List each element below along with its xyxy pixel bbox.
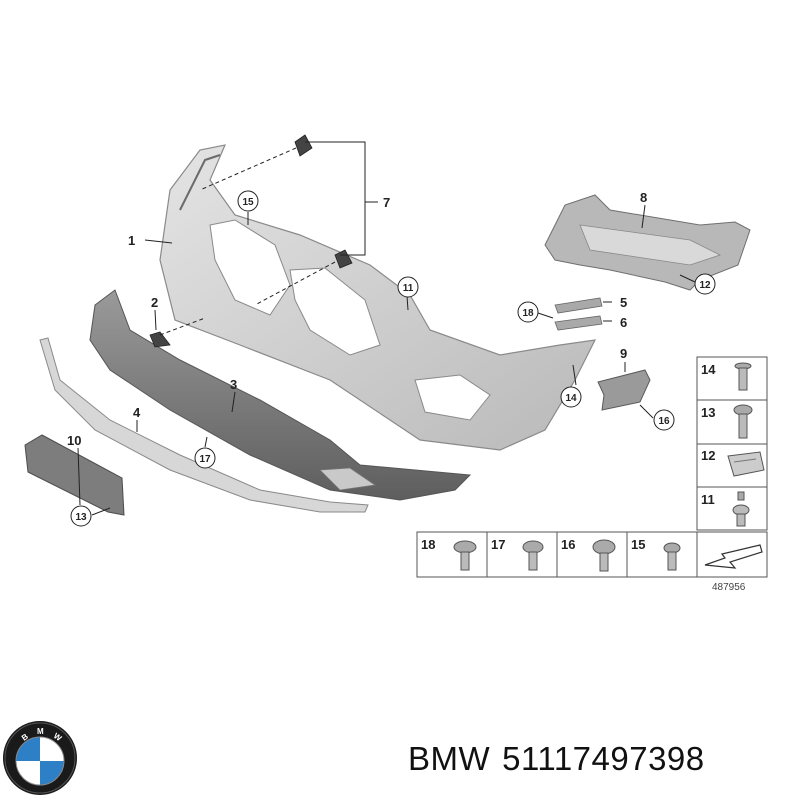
screw-14-icon: [734, 362, 752, 391]
trim-strip-part: [39, 337, 369, 513]
part-caption: BMW 51117497398: [408, 740, 717, 778]
leader-lines: [77, 141, 696, 516]
callout-18: 18: [517, 301, 539, 323]
label-2: 2: [151, 295, 158, 310]
label-7: 7: [383, 195, 390, 210]
label-10: 10: [67, 433, 81, 448]
license-plate-bracket-part: [24, 434, 125, 516]
label-1: 1: [128, 233, 135, 248]
callout-15: 15: [237, 190, 259, 212]
bracket-6-part: [554, 315, 603, 331]
brand-name: BMW: [408, 740, 491, 777]
callout-13-label: 13: [75, 512, 87, 523]
svg-text:M: M: [37, 727, 44, 736]
label-3: 3: [230, 377, 237, 392]
screw-13-icon: [733, 404, 753, 439]
legend-18-label: 18: [421, 537, 435, 552]
svg-text:W: W: [52, 731, 64, 743]
callout-11: 11: [397, 276, 419, 298]
guide-9-part: [597, 369, 651, 411]
callout-16-label: 16: [658, 416, 670, 427]
cover-2-part: [149, 331, 171, 348]
legend-15-label: 15: [631, 537, 645, 552]
bmw-logo: B M W: [3, 721, 77, 795]
callout-18-label: 18: [522, 308, 534, 319]
callout-14: 14: [560, 386, 582, 408]
legend-16-label: 16: [561, 537, 575, 552]
callout-17: 17: [194, 447, 216, 469]
callout-17-label: 17: [199, 454, 211, 465]
callout-12-label: 12: [699, 280, 711, 291]
legend-12-label: 12: [701, 448, 715, 463]
part-number: 51117497398: [502, 740, 705, 777]
label-9: 9: [620, 346, 627, 361]
nut-17-icon: [522, 540, 544, 571]
lower-spoiler-part: [89, 289, 472, 501]
svg-text:B: B: [20, 732, 30, 743]
bracket-5-part: [554, 297, 603, 314]
fastener-legend-bottom: 18 17 16 15: [416, 531, 768, 578]
legend-17-label: 17: [491, 537, 505, 552]
callout-14-label: 14: [565, 393, 577, 404]
callout-16: 16: [653, 409, 675, 431]
dashed-assembly-lines: [159, 147, 336, 336]
callout-11-label: 11: [403, 283, 414, 294]
carrier-part: [544, 194, 751, 291]
cover-7-lower-part: [334, 249, 353, 269]
label-8: 8: [640, 190, 647, 205]
callout-13: 13: [70, 505, 92, 527]
rivet-15-icon: [663, 542, 681, 571]
nut-18-icon: [453, 540, 477, 571]
legend-13-label: 13: [701, 405, 715, 420]
label-4: 4: [133, 405, 141, 420]
callout-15-label: 15: [242, 197, 254, 208]
rivet-11-icon: [732, 491, 750, 527]
legend-14-label: 14: [701, 362, 716, 377]
nut-16-icon: [592, 539, 616, 572]
legend-11-label: 11: [701, 492, 715, 507]
cover-7-upper-part: [294, 134, 313, 157]
fastener-legend-right: 14 13 12 11: [696, 356, 768, 531]
label-5: 5: [620, 295, 627, 310]
label-6: 6: [620, 315, 627, 330]
clip-12-icon: [727, 451, 765, 477]
bumper-cover-part: [159, 144, 597, 451]
callout-12: 12: [694, 273, 716, 295]
forward-arrow-icon: [704, 544, 763, 569]
drawing-number: 487956: [712, 582, 746, 593]
